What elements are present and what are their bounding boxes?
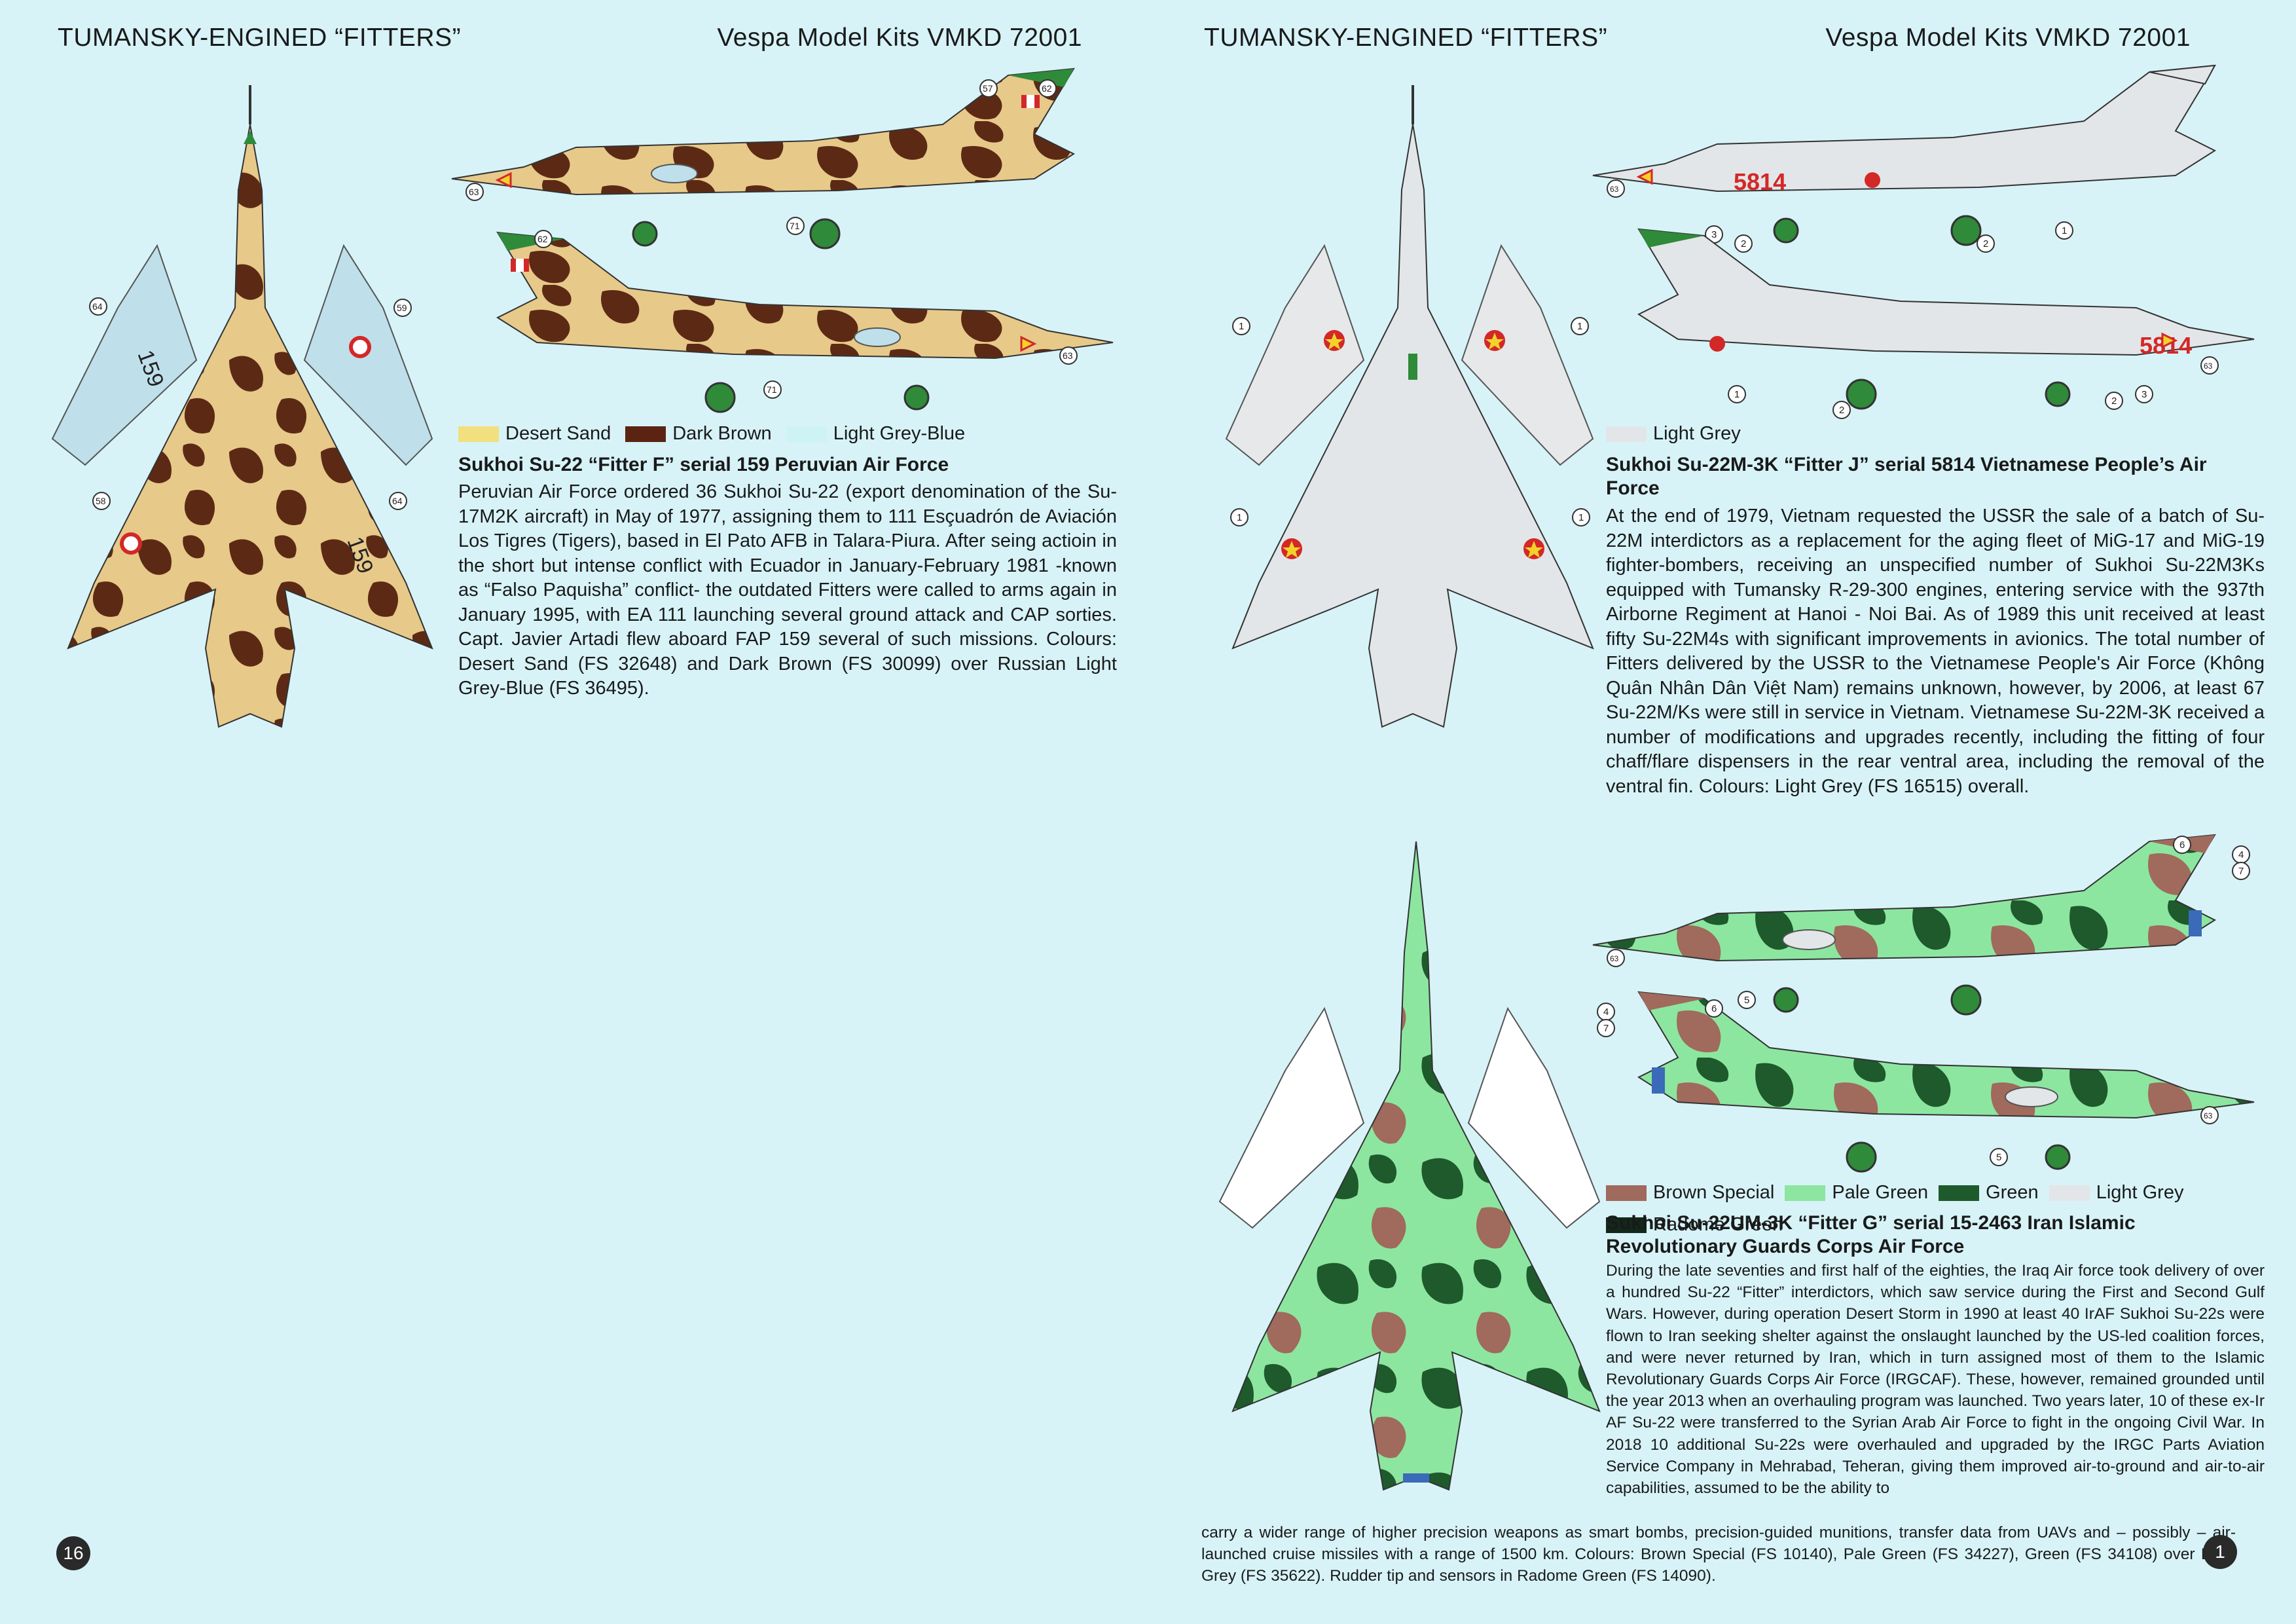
iran-callout-7b: 7 [1603, 1023, 1609, 1034]
right-header-kit: Vespa Model Kits VMKD 72001 [1825, 24, 2191, 52]
vn-legend: Light Grey [1606, 423, 1741, 445]
callout-63b: 63 [1063, 350, 1073, 361]
vn-callout-1b: 1 [1577, 321, 1582, 332]
iran-aircraft-title: Sukhoi Su-22UM-3K “Fitter G” serial 15-2… [1606, 1212, 2136, 1257]
vn-callout-2b: 2 [1983, 238, 1988, 249]
iran-description-part1: During the late seventies and first half… [1606, 1262, 2265, 1498]
left-header-title: TUMANSKY-ENGINED “FITTERS” [58, 24, 462, 52]
legend-item-desert-sand: Desert Sand [458, 423, 611, 445]
vn-callout-3b: 3 [2141, 389, 2147, 400]
peru-side-view-right: 63 62 57 71 [451, 67, 1076, 249]
iran-callout-5b: 5 [1996, 1152, 2001, 1163]
left-page-number: 16 [56, 1536, 90, 1570]
vn-side-view-left: 5814 63 1 2 2 3 [1637, 228, 2255, 419]
vn-callout-1a: 1 [1239, 321, 1244, 332]
vn-callout-2: 2 [1741, 238, 1746, 249]
callout-71: 71 [790, 221, 800, 231]
callout-63: 63 [469, 187, 479, 197]
vn-side-view-right: 5814 63 3 2 2 1 [1592, 64, 2217, 253]
vn-callout-2c: 2 [1839, 405, 1844, 416]
callout-62b: 62 [538, 234, 548, 244]
vn-callout-3: 3 [1711, 229, 1717, 240]
iran-description-part2: carry a wider range of higher precision … [1201, 1524, 2236, 1585]
right-page: TUMANSKY-ENGINED “FITTERS” Vespa Model K… [1148, 0, 2295, 1624]
legend-item-radome-green: Radome Green [1606, 1214, 1783, 1236]
iran-callout-4: 4 [2238, 849, 2244, 860]
iran-callout-6b: 6 [1711, 1003, 1717, 1014]
vn-description: At the end of 1979, Vietnam requested th… [1606, 506, 2265, 797]
callout-64: 64 [92, 301, 103, 312]
vn-callout-1d: 1 [1578, 512, 1584, 523]
legend-item-green: Green [1939, 1182, 2039, 1204]
iran-top-view [1218, 841, 1601, 1491]
vn-callout-63: 63 [1610, 185, 1619, 194]
legend-item-light-grey-blue: Light Grey-Blue [786, 423, 965, 445]
vn-aircraft-title: Sukhoi Su-22M-3K “Fitter J” serial 5814 … [1606, 454, 2207, 499]
peru-legend: Desert Sand Dark Brown Light Grey-Blue [458, 423, 965, 445]
iran-side-view-left: 63 4 7 6 5 [1597, 991, 2255, 1173]
iran-callout-6: 6 [2179, 840, 2185, 851]
iran-callout-5: 5 [1744, 995, 1749, 1006]
callout-64b: 64 [392, 496, 403, 506]
callout-71b: 71 [767, 384, 777, 395]
peru-side-view-left: 63 62 71 [496, 230, 1114, 413]
iran-side-view-right: 63 6 4 7 5 [1592, 834, 2250, 1016]
vn-callout-1c: 1 [1237, 512, 1242, 523]
left-page: TUMANSKY-ENGINED “FITTERS” Vespa Model K… [51, 24, 1117, 1570]
iran-callout-63b: 63 [2204, 1111, 2213, 1120]
right-header-title: TUMANSKY-ENGINED “FITTERS” [1204, 24, 1608, 52]
vn-callout-1e: 1 [2062, 225, 2067, 236]
legend-item-pale-green: Pale Green [1785, 1182, 1928, 1204]
right-page-number: 1 [2203, 1535, 2237, 1569]
iran-callout-7: 7 [2238, 866, 2244, 877]
legend-item-dark-brown: Dark Brown [625, 423, 772, 445]
callout-62: 62 [1042, 83, 1052, 94]
peru-top-view: 159 159 64 59 58 64 [51, 85, 433, 728]
callout-59: 59 [397, 303, 407, 313]
legend-item-light-grey: Light Grey [2049, 1182, 2183, 1204]
peru-description: Peruvian Air Force ordered 36 Sukhoi Su-… [458, 481, 1117, 699]
legend-item-light-grey: Light Grey [1606, 423, 1741, 445]
vn-callout-63b: 63 [2204, 361, 2213, 371]
vn-top-view: 1 1 1 1 [1225, 85, 1594, 728]
callout-58: 58 [96, 496, 106, 506]
vn-callout-1f: 1 [1734, 389, 1740, 400]
callout-57: 57 [983, 83, 993, 94]
left-header-kit: Vespa Model Kits VMKD 72001 [717, 24, 1082, 52]
legend-item-brown-special: Brown Special [1606, 1182, 1774, 1204]
iran-callout-4b: 4 [1603, 1006, 1609, 1018]
vn-serial-1: 5814 [1734, 168, 1786, 195]
iran-callout-63: 63 [1610, 954, 1619, 963]
peru-aircraft-title: Sukhoi Su-22 “Fitter F” serial 159 Peruv… [458, 454, 949, 475]
iran-legend: Brown Special Pale Green Green Light Gre… [1606, 1182, 2234, 1236]
vn-callout-2d: 2 [2111, 396, 2117, 407]
